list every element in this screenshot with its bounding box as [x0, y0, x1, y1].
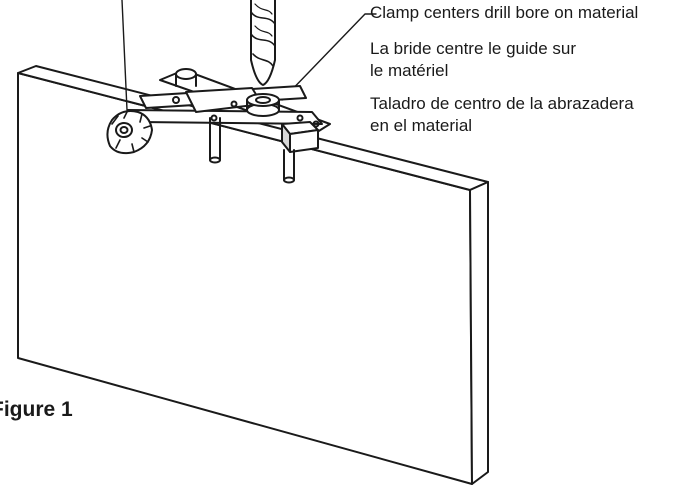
figure-caption: Figure 1	[0, 398, 73, 421]
wood-board	[17, 65, 489, 485]
clamp-knob	[106, 109, 153, 155]
callout-label-spanish-line1: Taladro de centro de la abrazadera	[370, 94, 634, 113]
callout-label-french-line1: La bride centre le guide sur	[370, 39, 577, 58]
callout-label-spanish-line2: en el material	[370, 116, 473, 135]
knob-leader-line	[121, 0, 128, 111]
callout-label-english: Clamp centers drill bore on material	[370, 3, 639, 22]
callout-label-french-line2: le matériel	[370, 61, 449, 80]
callout-leader-line	[281, 13, 377, 101]
alignment-pins	[209, 117, 295, 184]
figure-caption-container: Figure 1	[0, 398, 130, 428]
clamp-assembly	[127, 68, 331, 184]
drill-bit	[250, 0, 276, 86]
drill-bushing	[246, 93, 280, 117]
